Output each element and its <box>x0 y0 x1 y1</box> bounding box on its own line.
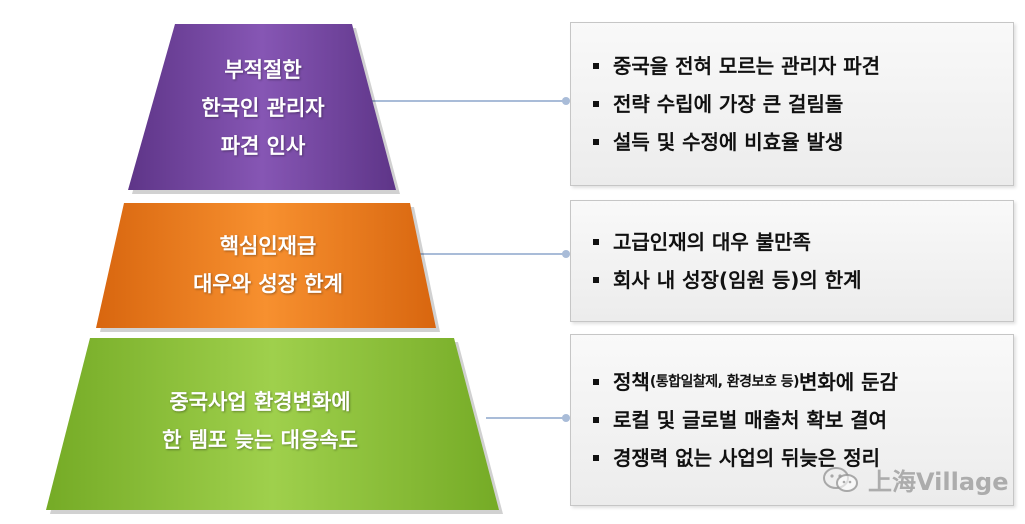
bullet-icon <box>593 63 599 69</box>
description-item: 로컬 및 글로벌 매출처 확보 결여 <box>593 401 1013 439</box>
tier-1-line-1: 부적절한 <box>224 58 302 82</box>
tier-1-line-2: 한국인 관리자 <box>201 96 325 120</box>
tier-3-label: 중국사업 환경변화에 한 템포 늦는 대응속도 <box>90 366 430 476</box>
bullet-icon <box>593 139 599 145</box>
description-box-1: 중국을 전혀 모르는 관리자 파견 전략 수립에 가장 큰 걸림돌 설득 및 수… <box>570 22 1014 186</box>
bullet-icon <box>593 379 599 385</box>
connector-dot-2 <box>562 250 570 258</box>
connector-dot-1 <box>562 97 570 105</box>
description-box-2: 고급인재의 대우 불만족 회사 내 성장(임원 등)의 한계 <box>570 200 1014 322</box>
tier-3-line-1: 중국사업 환경변화에 <box>169 390 351 414</box>
description-text: 중국을 전혀 모르는 관리자 파견 <box>613 54 881 78</box>
description-text-suffix: 변화에 둔감 <box>798 370 898 394</box>
wechat-icon <box>823 466 858 492</box>
description-item: 설득 및 수정에 비효율 발생 <box>593 123 1013 161</box>
description-text: 설득 및 수정에 비효율 발생 <box>613 130 844 154</box>
description-item: 중국을 전혀 모르는 관리자 파견 <box>593 47 1013 85</box>
tier-2-label: 핵심인재급 대우와 성장 한계 <box>120 210 416 320</box>
bullet-icon <box>593 239 599 245</box>
watermark: 上海Village <box>822 462 1008 497</box>
description-box-3: 정책(통합일찰제, 환경보호 등) 변화에 둔감 로컬 및 글로벌 매출처 확보… <box>570 334 1014 506</box>
description-text: 회사 내 성장(임원 등)의 한계 <box>613 268 862 292</box>
description-text: 전략 수립에 가장 큰 걸림돌 <box>613 92 844 116</box>
connector-dot-3 <box>562 414 570 422</box>
description-item: 고급인재의 대우 불만족 <box>593 223 1013 261</box>
tier-3-line-2: 한 템포 늦는 대응속도 <box>162 428 358 452</box>
pyramid-tier-bottom <box>46 338 499 510</box>
description-item: 회사 내 성장(임원 등)의 한계 <box>593 261 1013 299</box>
tier-2-line-1: 핵심인재급 <box>219 234 317 258</box>
bullet-icon <box>593 277 599 283</box>
tier-1-line-3: 파견 인사 <box>220 134 306 158</box>
connector-lines <box>362 97 570 422</box>
tier-1-label: 부적절한 한국인 관리자 파견 인사 <box>140 34 386 182</box>
description-item: 정책(통합일찰제, 환경보호 등) 변화에 둔감 <box>593 363 1013 401</box>
bullet-icon <box>593 101 599 107</box>
bullet-icon <box>593 455 599 461</box>
description-text: 고급인재의 대우 불만족 <box>613 230 811 254</box>
bullet-icon <box>593 417 599 423</box>
description-text-small: (통합일찰제, 환경보호 등) <box>649 374 800 390</box>
description-item: 경쟁력 없는 사업의 뒤늦은 정리 <box>593 439 1013 477</box>
description-text: 경쟁력 없는 사업의 뒤늦은 정리 <box>613 446 881 470</box>
description-item: 전략 수립에 가장 큰 걸림돌 <box>593 85 1013 123</box>
watermark-text: 上海Village <box>868 468 1009 496</box>
description-text-prefix: 정책 <box>613 370 650 394</box>
description-text: 로컬 및 글로벌 매출처 확보 결여 <box>613 408 888 432</box>
pyramid-tier-middle <box>96 203 436 328</box>
pyramid-tier-top <box>128 24 396 190</box>
tier-2-line-2: 대우와 성장 한계 <box>193 272 343 296</box>
